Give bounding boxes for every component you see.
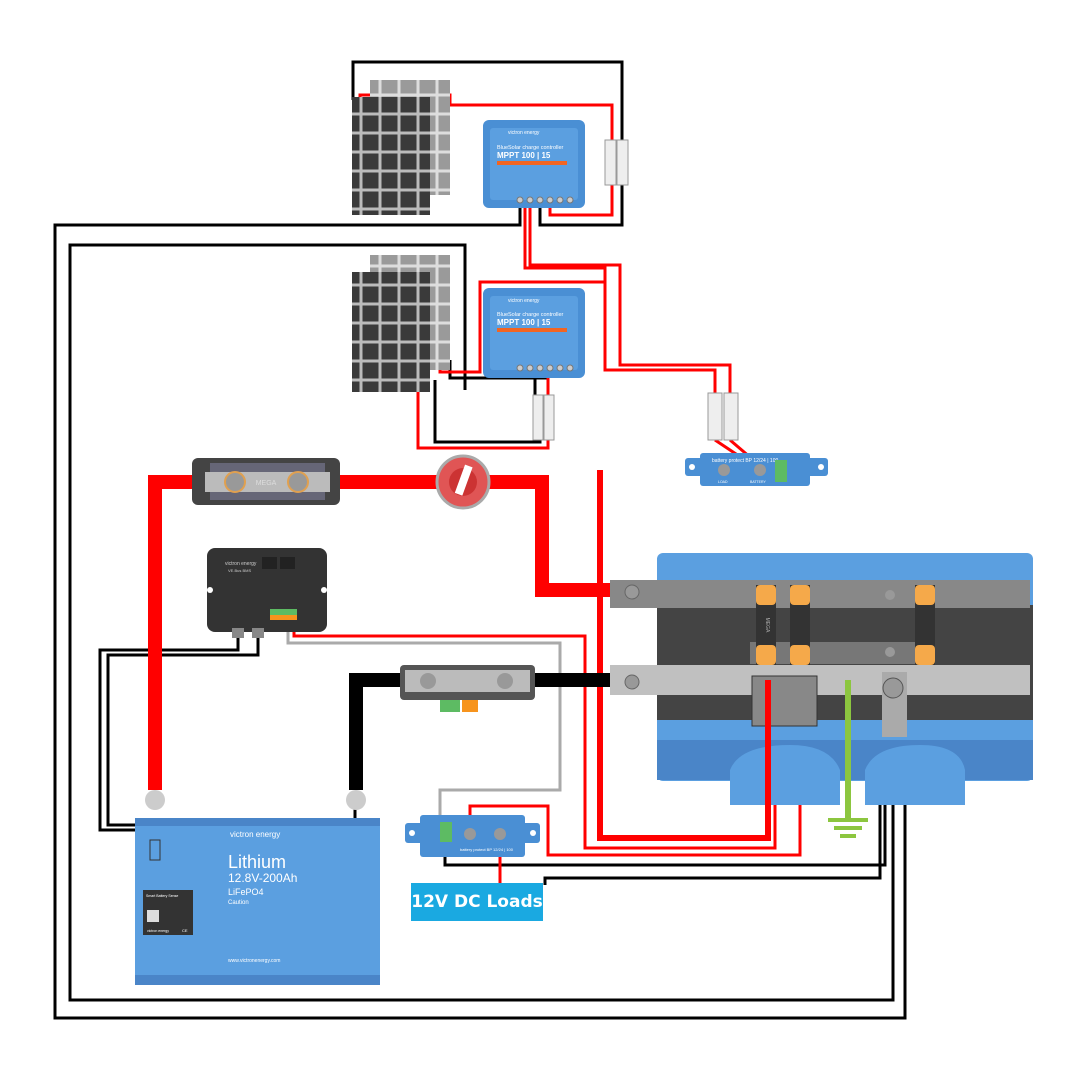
- wire-bp-bottom-red: [468, 680, 802, 857]
- inverter-fuses: MEGA: [756, 585, 935, 665]
- battery-rating: 12.8V-200Ah: [228, 871, 297, 885]
- bp-top-title: battery protect BP 12/24 | 100: [712, 458, 778, 464]
- bms-brand: victron energy: [225, 561, 257, 567]
- bp-load-label: LOAD: [718, 480, 728, 484]
- bp-battery-label: BATTERY: [750, 480, 766, 484]
- ve-bus-bms[interactable]: victron energy VE.Bus BMS: [207, 548, 327, 638]
- solar-panel-1: [352, 80, 450, 215]
- battery-fuse: [149, 839, 161, 861]
- mppt-charge-controller-1[interactable]: victron energy BlueSolar charge controll…: [483, 120, 585, 208]
- dc-loads-label: 12V DC Loads: [411, 883, 543, 921]
- wire-pv2-pos-breaker: [416, 392, 550, 450]
- breaker-pv1: [604, 139, 629, 186]
- sense-brand: victron energy: [147, 929, 169, 933]
- smart-battery-sense: Smart Battery Sense victron energy CE: [143, 890, 193, 935]
- breaker-pv2: [532, 394, 555, 441]
- sense-ce: CE: [182, 928, 188, 933]
- wire-loads-neg: [543, 735, 882, 885]
- mppt-charge-controller-2[interactable]: victron energy BlueSolar charge controll…: [483, 288, 585, 378]
- fuse-label: MEGA: [764, 618, 770, 633]
- negative-busbar: [610, 665, 1030, 695]
- cable-negative-main: [349, 673, 625, 790]
- wire-bms-red: [292, 620, 777, 850]
- mppt-brand: victron energy: [508, 298, 540, 304]
- battery-title: Lithium: [228, 852, 286, 872]
- bms-model: VE.Bus BMS: [228, 568, 251, 573]
- wire-pv2-pos: [438, 280, 607, 374]
- battery-shunt: [400, 665, 535, 712]
- mppt-stripe: [497, 328, 567, 332]
- mppt-model: MPPT 100 | 15: [497, 318, 551, 327]
- bp-bottom-title: battery protect BP 12/24 | 100: [460, 847, 514, 852]
- mega-fuse-label: MEGA: [256, 480, 277, 487]
- mppt-model: MPPT 100 | 15: [497, 151, 551, 160]
- inverter-charger[interactable]: MEGA: [610, 553, 1033, 805]
- breaker-mppt-out: [707, 392, 739, 441]
- mega-fuse: MEGA: [192, 458, 340, 505]
- mppt-line: BlueSolar charge controller: [497, 145, 564, 151]
- positive-busbar: [610, 580, 1030, 608]
- battery-protect-bottom[interactable]: battery protect BP 12/24 | 100: [405, 815, 540, 857]
- mppt-stripe: [497, 161, 567, 165]
- battery-protect-top[interactable]: battery protect BP 12/24 | 100 LOAD BATT…: [685, 453, 828, 486]
- wire-pv2-neg-breaker: [433, 380, 542, 444]
- lithium-battery: victron energy Lithium 12.8V-200Ah LiFeP…: [135, 790, 380, 985]
- solar-panel-2: [352, 255, 450, 392]
- wire-bms-gray: [286, 620, 562, 825]
- wire-neg-inner: [68, 243, 895, 1002]
- battery-switch[interactable]: [435, 454, 491, 510]
- wire-bms-sense-a: [98, 635, 240, 832]
- battery-brand: victron energy: [230, 830, 280, 839]
- ground-icon: [828, 818, 868, 838]
- battery-caution: Caution: [228, 900, 249, 906]
- wire-bms-sense-b: [106, 635, 260, 827]
- battery-type: LiFePO4: [228, 887, 264, 897]
- wire-neg-outer: [53, 200, 907, 1020]
- mppt-brand: victron energy: [508, 130, 540, 136]
- sense-title: Smart Battery Sense: [146, 894, 178, 898]
- battery-url: www.victronenergy.com: [228, 958, 280, 964]
- mppt-line: BlueSolar charge controller: [497, 312, 564, 318]
- wire-mppt1-out2: [528, 200, 732, 393]
